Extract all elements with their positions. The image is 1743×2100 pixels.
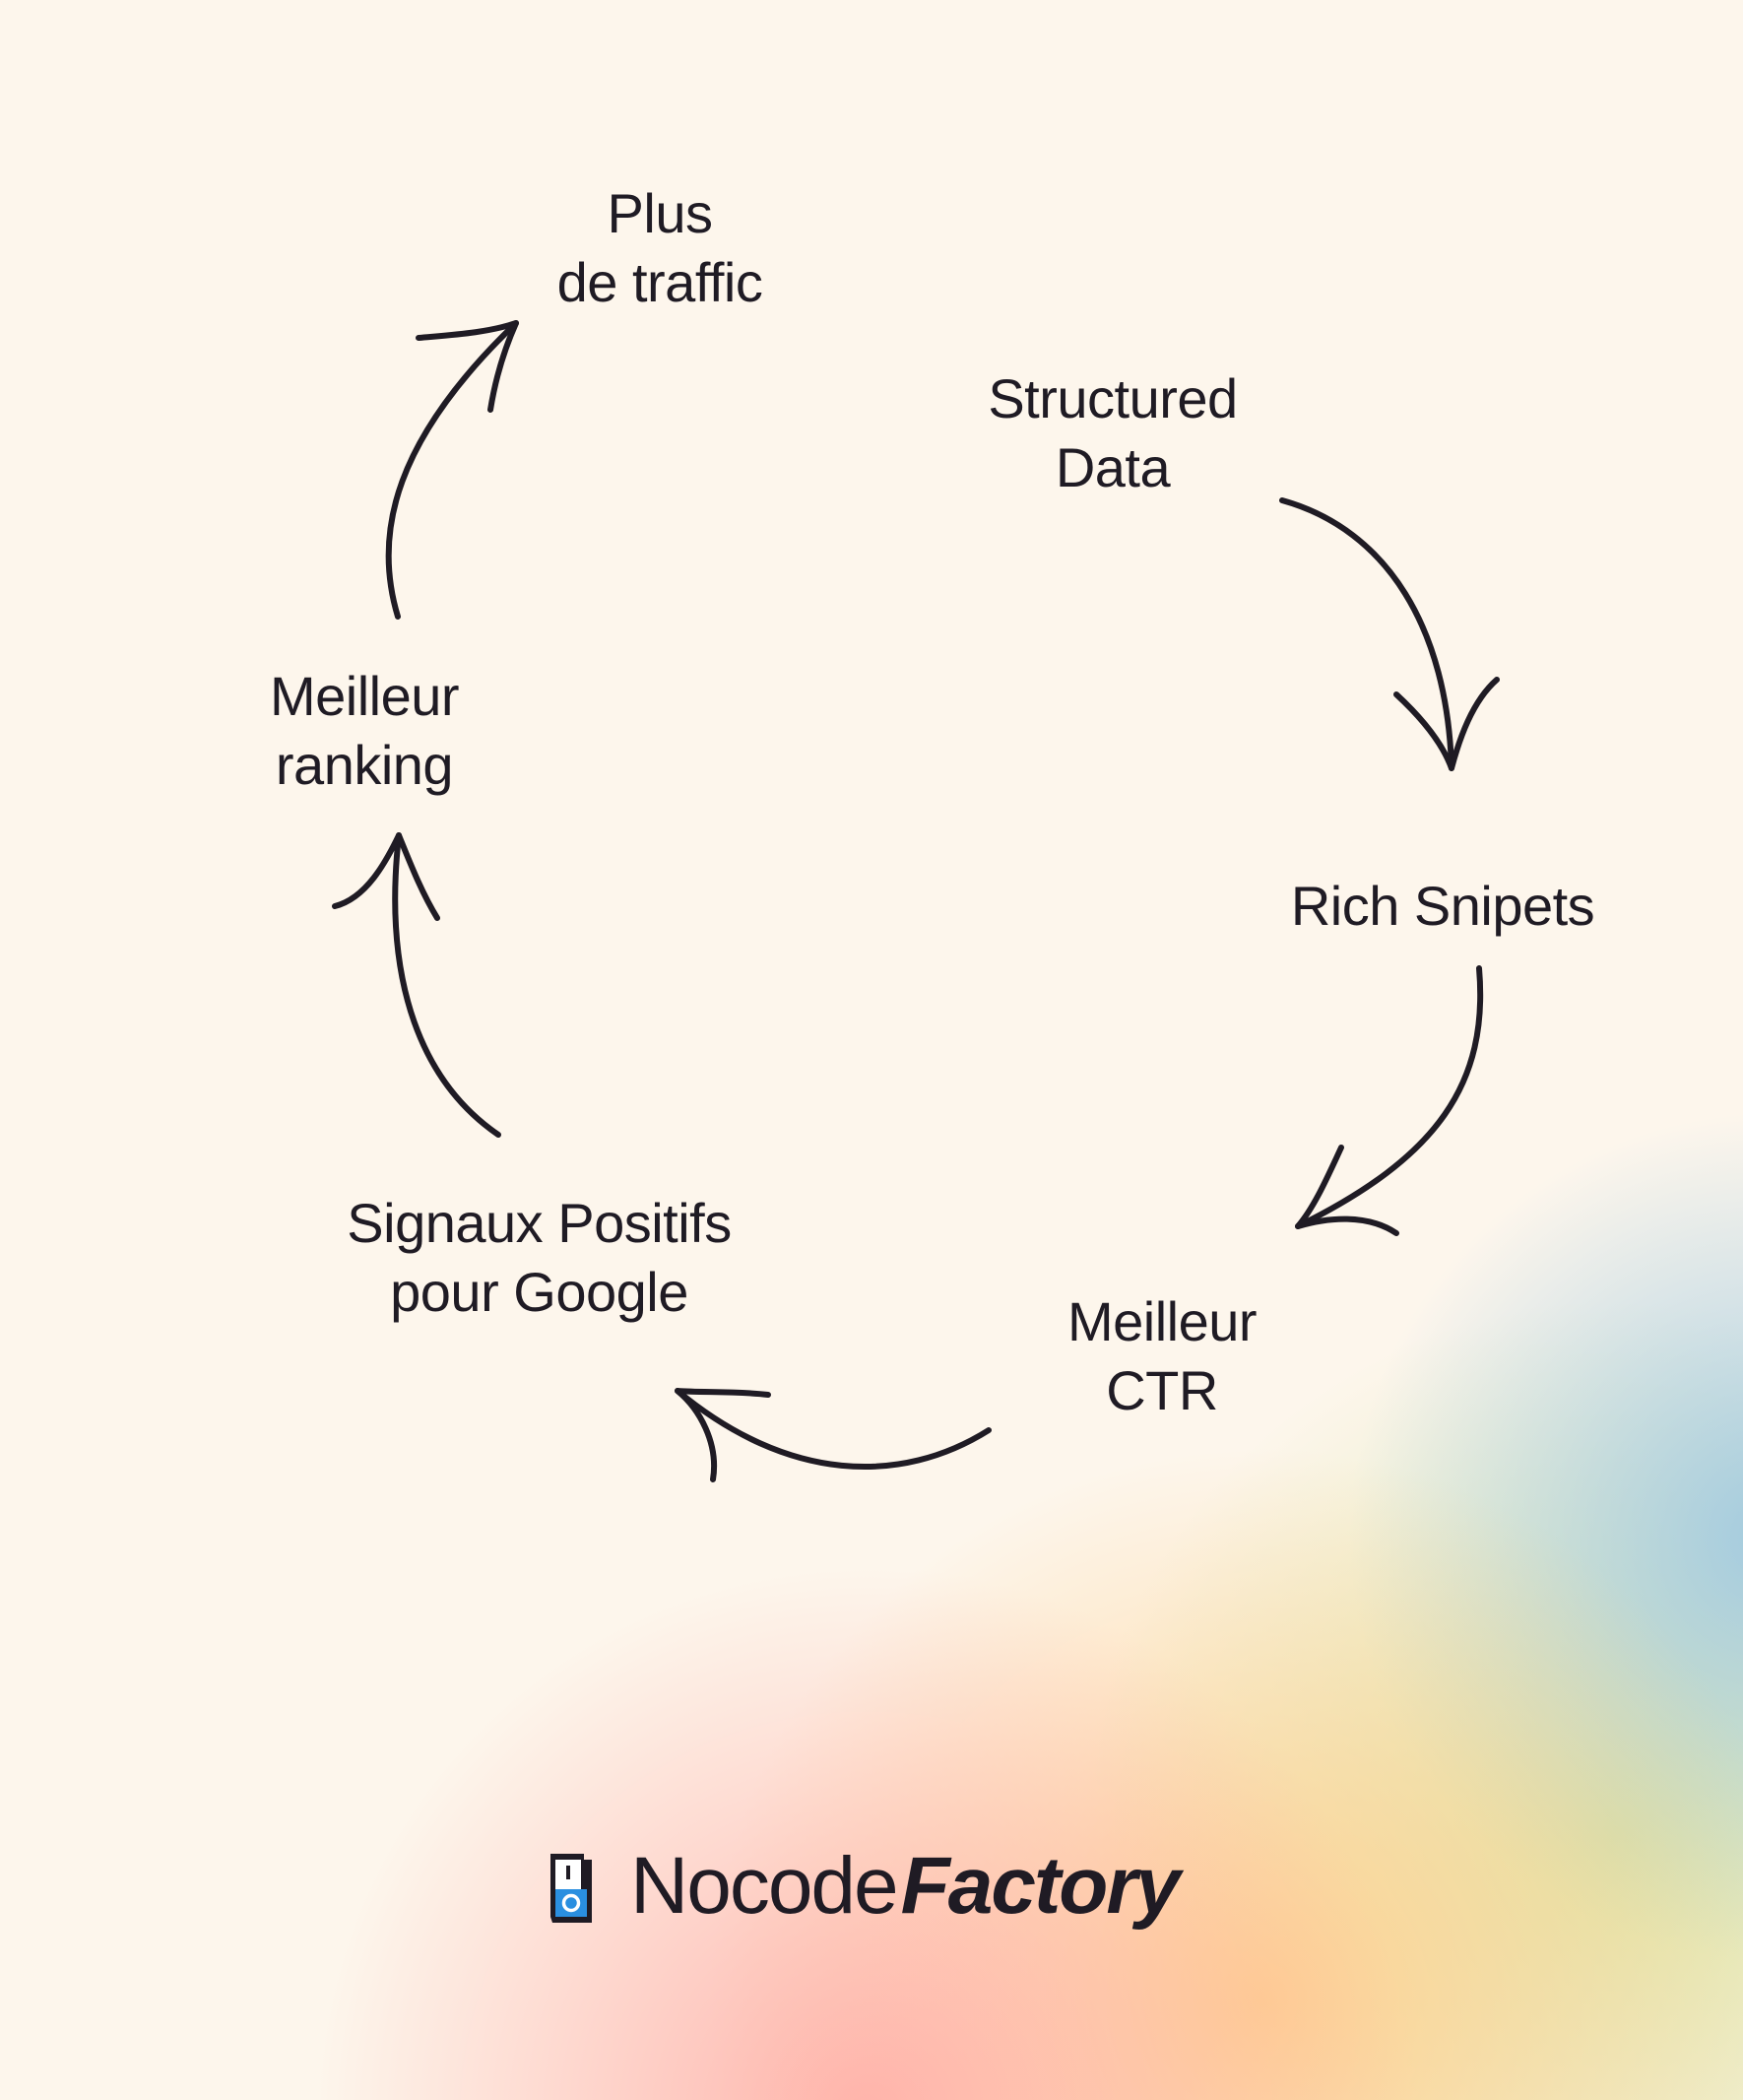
node-signaux-positifs: Signaux Positifs pour Google [295,1189,783,1327]
brand-name-regular: Nocode [630,1841,899,1931]
arrow-ctr-to-signaux [675,1388,992,1482]
node-structured-data: Structured Data [945,364,1280,502]
node-label-line: ranking [275,734,454,796]
node-label-line: Structured [988,367,1238,429]
brand-wordmark: NocodeFactory [630,1837,1181,1936]
node-label-line: pour Google [390,1261,688,1323]
node-meilleur-ctr: Meilleur CTR [1029,1287,1295,1425]
node-label-line: Rich Snipets [1290,875,1595,937]
node-label-line: CTR [1106,1359,1218,1421]
brand-logo: NocodeFactory [547,1837,1236,1931]
node-label-line: Data [1055,436,1171,498]
arrow-rich-to-ctr [1295,965,1484,1236]
switch-logo-icon [550,1854,592,1923]
node-label-line: Meilleur [1066,1290,1258,1352]
arrow-signaux-to-ranking [332,832,501,1138]
node-label-line: Plus [607,182,713,244]
arrow-structured-to-rich [1279,497,1500,771]
node-label-line: Signaux Positifs [347,1192,732,1254]
node-rich-snipets: Rich Snipets [1251,872,1635,941]
node-label-line: de traffic [556,251,763,313]
arrow-ranking-to-traffic [385,320,519,620]
node-plus-de-traffic: Plus de traffic [512,179,807,317]
node-label-line: Meilleur [269,665,460,727]
node-meilleur-ranking: Meilleur ranking [222,662,507,800]
brand-name-italic: Factory [900,1841,1181,1931]
